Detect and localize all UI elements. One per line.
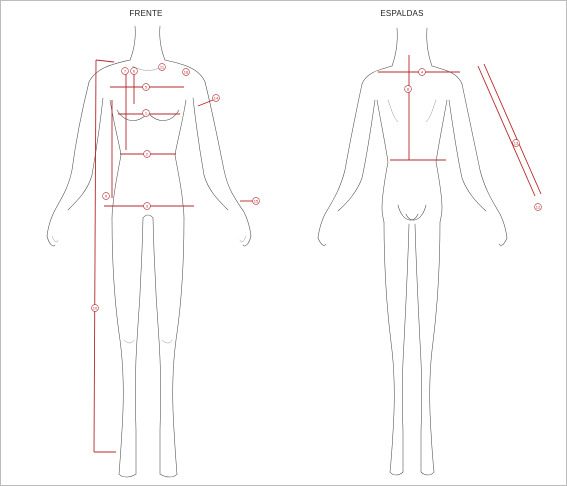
- marker-front-5: 5: [143, 84, 150, 91]
- marker-front-9: 9: [103, 193, 110, 200]
- back-measure-lines: [378, 55, 541, 196]
- svg-text:15: 15: [254, 199, 259, 204]
- marker-front-14: 14: [213, 95, 220, 102]
- marker-front-15: 15: [253, 198, 260, 205]
- svg-text:14: 14: [214, 96, 219, 101]
- marker-front-7: 7: [122, 68, 129, 75]
- svg-text:12: 12: [536, 205, 541, 210]
- svg-text:10: 10: [93, 306, 98, 311]
- svg-text:16: 16: [184, 70, 189, 75]
- front-measure-lines: [94, 60, 256, 452]
- marker-back-8: 8: [405, 86, 412, 93]
- marker-front-1: 1: [143, 110, 150, 117]
- marker-front-2: 2: [144, 151, 151, 158]
- marker-back-4: 4: [419, 69, 426, 76]
- marker-front-3: 3: [144, 203, 151, 210]
- svg-text:13: 13: [514, 141, 519, 146]
- front-figure: [47, 26, 251, 477]
- marker-front-16: 16: [183, 69, 190, 76]
- marker-front-11: 11: [159, 64, 166, 71]
- back-figure: [318, 28, 507, 475]
- marker-back-13: 13: [513, 140, 520, 147]
- marker-back-12: 12: [535, 204, 542, 211]
- marker-front-6: 6: [131, 68, 138, 75]
- marker-front-10: 10: [92, 305, 99, 312]
